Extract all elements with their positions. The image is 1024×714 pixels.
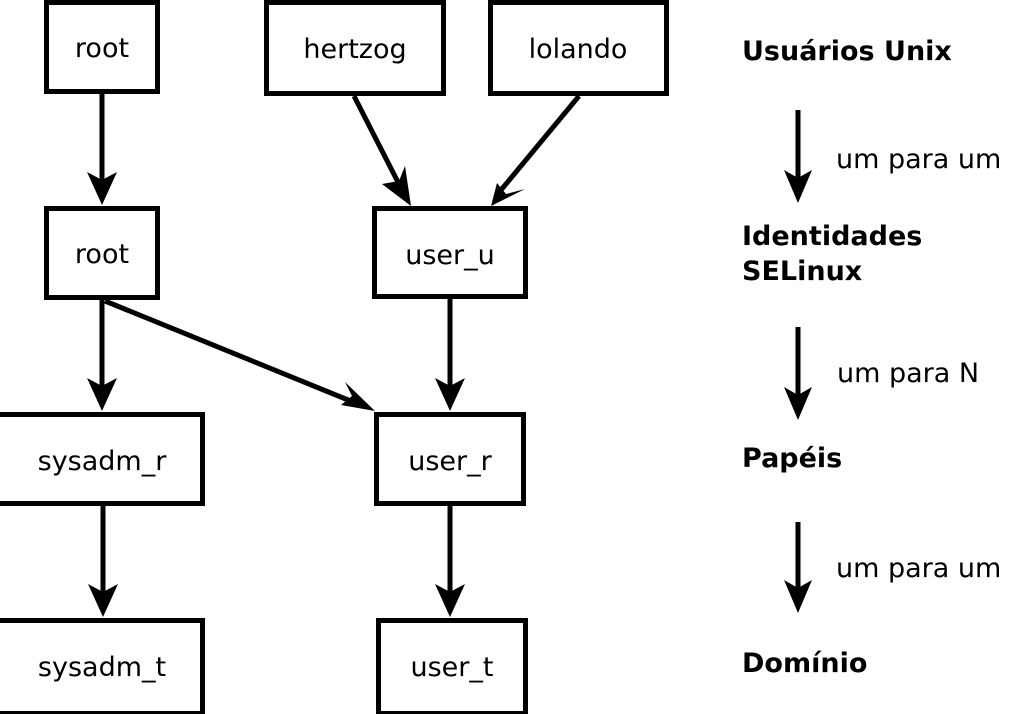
legend-stage-selinux-identities-line1: Identidades [742,221,922,252]
legend-group: Usuários Unix um para um Identidades SEL… [742,36,1001,679]
node-unix-user-lolando[interactable]: lolando [488,0,669,96]
edge-sysadm-r-to-sysadm-t [88,506,118,617]
node-label: root [75,239,129,270]
node-unix-user-root[interactable]: root [44,0,160,94]
legend-relation-label-3: um para um [836,553,1001,584]
node-unix-user-hertzog[interactable]: hertzog [264,0,446,96]
edge-group [87,94,581,617]
legend-relation-label-2: um para N [837,358,979,389]
node-label: sysadm_r [38,446,168,477]
edge-selinux-root-to-user-r [104,298,375,411]
node-domain-sysadm-t[interactable]: sysadm_t [0,618,205,714]
node-role-sysadm-r[interactable]: sysadm_r [0,412,205,506]
edge-user-u-to-user-r [435,299,465,411]
legend-arrow-one-to-one-domains [784,522,812,613]
edge-user-r-to-user-t [435,506,465,617]
node-group: root hertzog lolando root user_u sysadm_ [0,0,669,714]
node-label: sysadm_t [38,652,166,683]
legend-stage-domains: Domínio [742,648,867,679]
legend-arrow-one-to-one-identities [784,110,812,203]
node-label: user_r [408,446,492,477]
edge-hertzog-to-user-u [351,94,411,206]
node-label: root [75,33,129,64]
node-label: user_u [405,240,495,271]
node-role-user-r[interactable]: user_r [374,412,526,506]
legend-stage-unix-users: Usuários Unix [742,36,952,67]
legend-relation-label-1: um para um [836,144,1001,175]
node-label: user_t [411,652,494,683]
edge-selinux-root-to-sysadm-r [87,300,117,411]
legend-stage-selinux-identities-line2: SELinux [742,256,862,287]
legend-stage-roles: Papéis [742,443,842,474]
edge-unix-root-to-selinux-root [87,94,117,205]
legend-arrow-one-to-n-roles [784,327,812,420]
node-selinux-identity-root[interactable]: root [44,206,160,300]
edge-lolando-to-user-u [491,94,581,206]
node-label: hertzog [303,34,406,65]
node-label: lolando [529,34,628,65]
node-selinux-identity-user-u[interactable]: user_u [372,206,528,299]
node-domain-user-t[interactable]: user_t [376,618,528,714]
